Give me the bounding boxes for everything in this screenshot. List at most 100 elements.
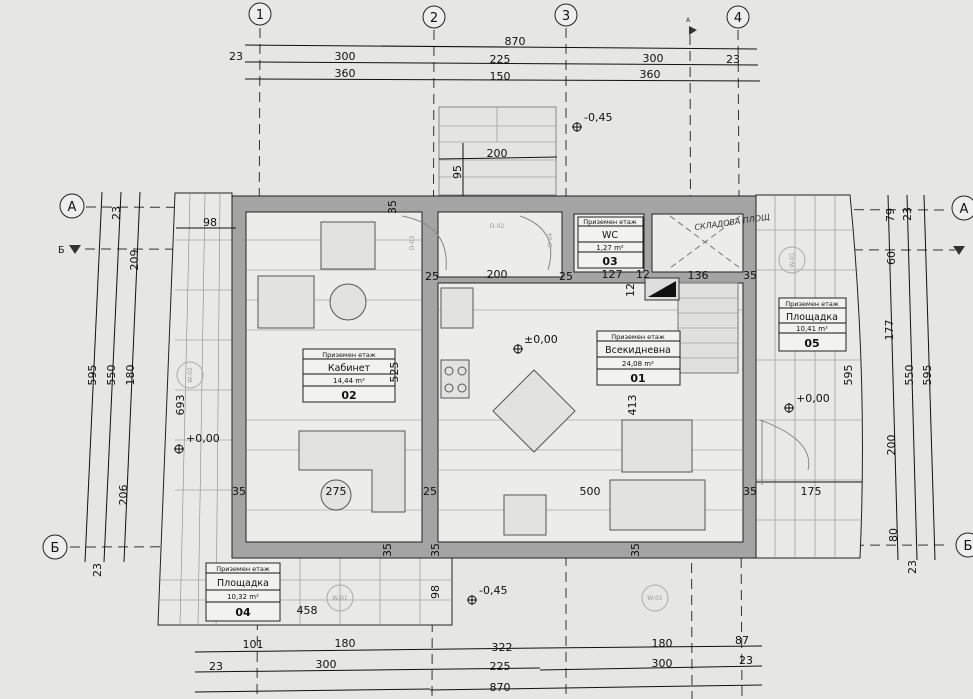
room-label-03: Приземен етаж WC 1,27 m² 03 [577, 216, 644, 269]
svg-text:35: 35 [629, 543, 642, 557]
svg-text:413: 413 [626, 395, 639, 416]
round-table-icon [329, 283, 367, 321]
svg-text:300: 300 [335, 50, 356, 63]
svg-text:180: 180 [335, 637, 356, 650]
svg-text:10,41 m²: 10,41 m² [796, 325, 828, 333]
svg-text:-0,45: -0,45 [479, 584, 507, 597]
svg-text:180: 180 [124, 365, 137, 386]
svg-text:225: 225 [490, 53, 511, 66]
svg-text:23: 23 [110, 206, 123, 220]
svg-text:458: 458 [297, 604, 318, 617]
axis-bubble-a-right: А [951, 195, 973, 221]
svg-text:D-03: D-03 [409, 236, 416, 251]
svg-text:05: 05 [804, 337, 819, 350]
svg-text:Б: Б [58, 245, 65, 256]
svg-text:W-01: W-01 [332, 595, 348, 602]
axis-bubble-4: 4 [726, 5, 750, 29]
svg-text:03: 03 [602, 255, 617, 268]
svg-text:Приземен етаж: Приземен етаж [216, 565, 270, 573]
svg-text:35: 35 [386, 200, 399, 214]
svg-text:525: 525 [388, 362, 401, 383]
room-label-05: Приземен етаж Площадка 10,41 m² 05 [778, 297, 847, 352]
office-chair-icon [320, 479, 352, 511]
room-label-02: Приземен етаж Кабинет 14,44 m² 02 [302, 348, 396, 403]
level-mark: -0,45 [467, 584, 507, 605]
svg-text:W-01: W-01 [647, 595, 663, 602]
level-mark: ±0,00 [513, 333, 558, 354]
svg-text:200: 200 [487, 268, 508, 281]
door-swing-icon [519, 215, 552, 271]
section-line-a [689, 34, 693, 699]
svg-text:95: 95 [451, 165, 464, 179]
svg-text:300: 300 [643, 52, 664, 65]
terrace-05 [755, 194, 863, 559]
svg-text:4: 4 [734, 11, 742, 26]
svg-text:98: 98 [203, 216, 217, 229]
interior-dimensions: 35 25 200 25 127 12 136 35 12 525 275 35… [174, 200, 855, 617]
svg-text:177: 177 [883, 320, 896, 341]
left-dimensions: 595 550 180 23 209 206 23 [84, 191, 141, 577]
svg-text:24,08 m²: 24,08 m² [622, 360, 654, 368]
fridge-icon [440, 287, 474, 329]
svg-text:300: 300 [316, 658, 337, 671]
section-flag-icon [689, 26, 697, 35]
svg-text:10,32 m²: 10,32 m² [227, 593, 259, 601]
svg-text:Приземен етаж: Приземен етаж [611, 333, 665, 341]
svg-text:322: 322 [492, 641, 513, 654]
svg-text:-0,45: -0,45 [584, 111, 612, 124]
svg-text:180: 180 [652, 637, 673, 650]
svg-text:3: 3 [562, 9, 570, 24]
svg-text:35: 35 [743, 485, 757, 498]
svg-text:Площадка: Площадка [217, 578, 269, 589]
svg-text:200: 200 [487, 147, 508, 160]
svg-text:±0,00: ±0,00 [524, 333, 558, 346]
svg-text:80: 80 [887, 528, 900, 542]
svg-text:01: 01 [630, 372, 645, 385]
svg-text:Приземен етаж: Приземен етаж [322, 351, 376, 359]
axis-bubble-b-right: Б [955, 532, 973, 558]
svg-text:23: 23 [901, 207, 914, 221]
svg-text:Кабинет: Кабинет [328, 363, 371, 374]
storage-floor [651, 213, 744, 273]
svg-text:23: 23 [739, 654, 753, 667]
svg-text:550: 550 [105, 365, 118, 386]
svg-text:35: 35 [232, 485, 246, 498]
armchair-icon [257, 275, 315, 329]
svg-text:870: 870 [490, 681, 511, 694]
svg-text:D-04: D-04 [547, 233, 554, 248]
svg-text:W-02: W-02 [187, 367, 194, 383]
building [231, 195, 810, 559]
svg-text:35: 35 [381, 543, 394, 557]
svg-text:+0,00: +0,00 [186, 432, 220, 445]
svg-text:35: 35 [429, 543, 442, 557]
svg-text:W-01: W-01 [789, 252, 796, 268]
svg-text:175: 175 [801, 485, 822, 498]
svg-text:23: 23 [91, 563, 104, 577]
svg-text:25: 25 [423, 485, 437, 498]
dining-table-icon [492, 369, 576, 453]
svg-text:275: 275 [326, 485, 347, 498]
svg-text:2: 2 [430, 11, 438, 26]
svg-text:25: 25 [559, 270, 573, 283]
svg-text:12: 12 [636, 268, 650, 281]
svg-text:79: 79 [884, 208, 897, 222]
svg-text:35: 35 [743, 269, 757, 282]
svg-text:225: 225 [490, 660, 511, 673]
section-marker-b: Б [58, 245, 965, 256]
axis-bubble-3: 3 [554, 3, 578, 27]
svg-text:693: 693 [174, 395, 187, 416]
entrance-stairs: 200 95 [438, 106, 558, 198]
svg-text:Б: Б [964, 539, 973, 554]
level-marks: -0,45 ±0,00 +0,00 +0,00 -0,45 [174, 111, 830, 605]
level-mark: +0,00 [174, 432, 220, 454]
svg-text:206: 206 [117, 485, 130, 506]
stove-icon [440, 359, 470, 399]
svg-text:300: 300 [652, 657, 673, 670]
svg-text:14,44 m²: 14,44 m² [333, 377, 365, 385]
svg-text:87: 87 [735, 634, 749, 647]
svg-text:А: А [686, 17, 691, 24]
axis-bubble-b-left: Б [42, 534, 68, 560]
svg-text:595: 595 [842, 365, 855, 386]
svg-text:360: 360 [335, 67, 356, 80]
